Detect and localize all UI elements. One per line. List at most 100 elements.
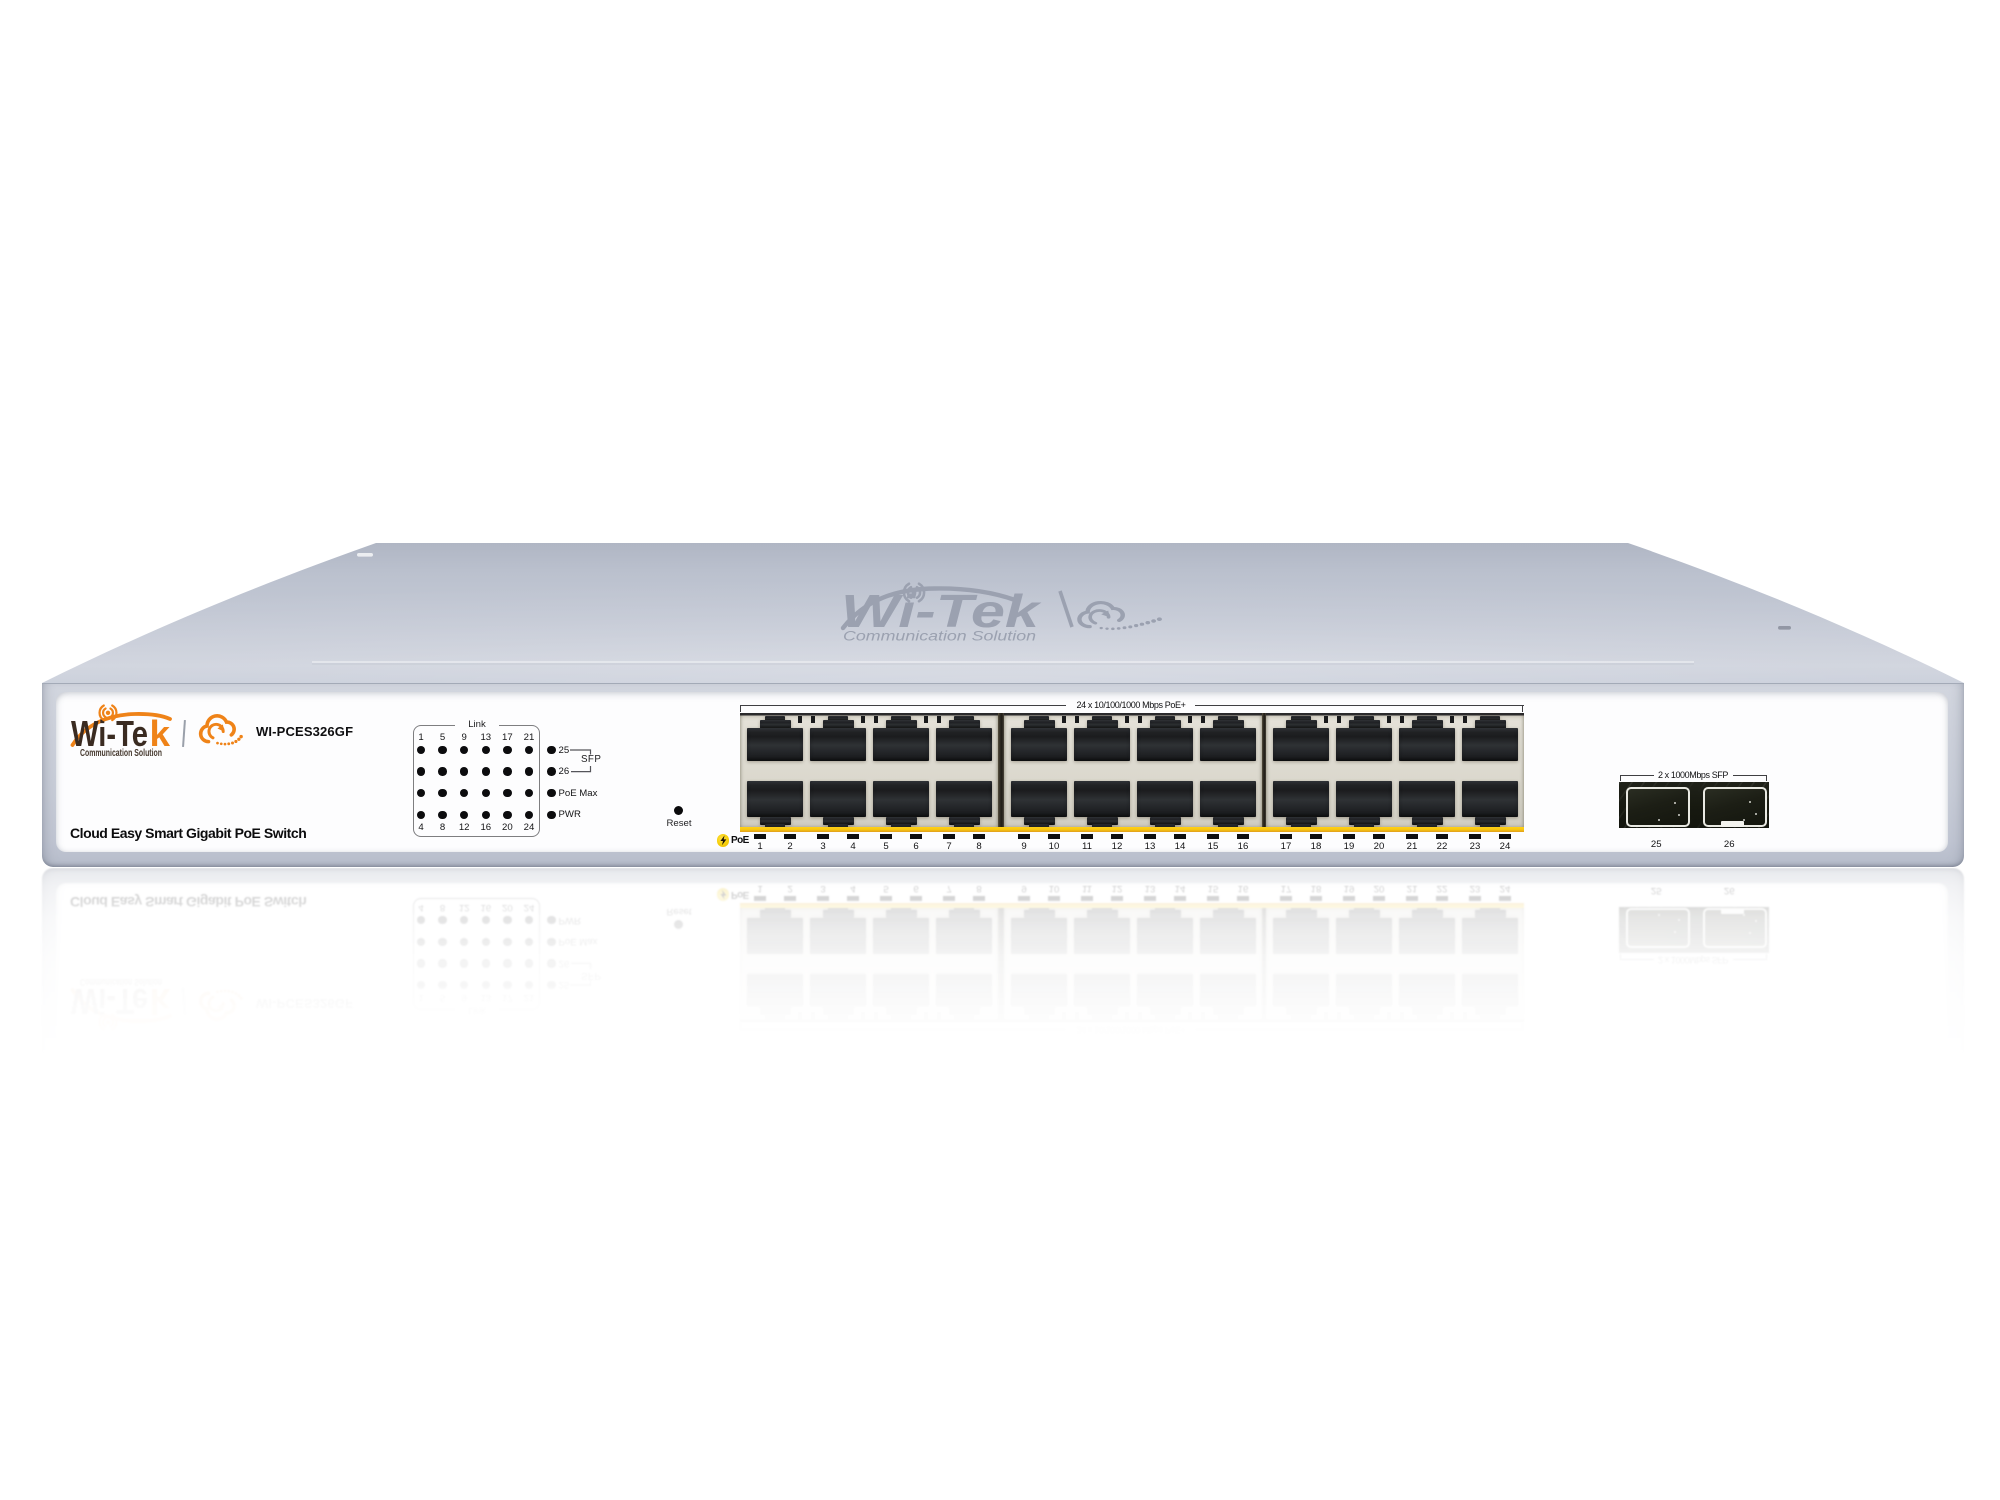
rj45-port-top-body bbox=[1200, 727, 1256, 762]
sfp-speck bbox=[1754, 812, 1758, 816]
rj45-port-bottom-tab bbox=[1212, 816, 1244, 825]
chassis-top-face bbox=[42, 543, 1964, 683]
sfp-speck bbox=[1657, 818, 1661, 822]
link-led bbox=[460, 789, 469, 798]
vent-tick bbox=[861, 715, 866, 723]
vent-tick bbox=[1200, 715, 1205, 723]
status-led-label: 26 bbox=[558, 766, 570, 778]
top-watermark-logo: Wi-Tek Communication Solution bbox=[840, 582, 1162, 644]
port-number: 2 bbox=[787, 840, 793, 852]
rj45-port-bottom-tab bbox=[822, 816, 854, 825]
rj45-port-bottom-body bbox=[1273, 781, 1329, 817]
rj45-port-top-body bbox=[1011, 727, 1067, 762]
port-index-dash bbox=[1435, 834, 1449, 840]
status-led bbox=[547, 767, 556, 776]
port-number: 13 bbox=[1144, 840, 1156, 852]
sfp-port-number: 26 bbox=[1723, 839, 1735, 850]
rj45-port-top-step bbox=[765, 716, 785, 721]
port-index-dash bbox=[1342, 834, 1356, 840]
rj45-port-top-tab bbox=[822, 719, 854, 729]
rj45-port-top-tab bbox=[1474, 719, 1506, 729]
led-column-label-top: 5 bbox=[439, 732, 446, 743]
poe-yellow-line bbox=[740, 826, 1524, 832]
rj45-port-bottom-tab bbox=[885, 816, 917, 825]
rj45-port-top-step bbox=[1029, 716, 1049, 721]
sfp-speck bbox=[1677, 813, 1681, 817]
link-led bbox=[460, 767, 469, 776]
port-index-dash bbox=[1279, 834, 1293, 840]
reset-button bbox=[673, 805, 684, 816]
rj45-port-bottom-body bbox=[1336, 781, 1392, 817]
rj45-port-bottom-step bbox=[765, 824, 785, 828]
led-column-label-bottom: 16 bbox=[480, 821, 492, 833]
link-led bbox=[481, 789, 490, 798]
rj45-port-bottom-step bbox=[1480, 824, 1500, 828]
rj45-port-bottom-step bbox=[1417, 824, 1437, 828]
link-led bbox=[416, 789, 426, 798]
port-index-dash bbox=[846, 834, 860, 840]
link-led bbox=[524, 767, 534, 776]
ports-bracket-label: 24 x 10/100/1000 Mbps PoE+ bbox=[1076, 700, 1186, 710]
rj45-port-top-step bbox=[1291, 716, 1311, 721]
svg-text:Wi-Tek: Wi-Tek bbox=[841, 1098, 1042, 1150]
rj45-port-bottom-step bbox=[1029, 824, 1049, 828]
port-number: 7 bbox=[946, 840, 952, 852]
svg-text:Communication Solution: Communication Solution bbox=[80, 976, 162, 987]
port-number: 16 bbox=[1237, 840, 1249, 852]
link-led bbox=[503, 789, 512, 798]
port-number: 19 bbox=[1343, 840, 1355, 852]
rj45-port-bottom-step bbox=[954, 824, 974, 828]
vent-tick bbox=[810, 715, 815, 723]
link-led bbox=[503, 810, 512, 819]
sfp-speck bbox=[1742, 818, 1746, 822]
port-block-seam bbox=[1262, 713, 1266, 828]
rj45-port-top-tab bbox=[885, 719, 917, 729]
link-led bbox=[416, 767, 426, 776]
sfp-speck bbox=[1673, 801, 1677, 805]
port-index-dash bbox=[972, 834, 986, 840]
rj45-port-top-step bbox=[1218, 716, 1238, 721]
status-led-label: PWR bbox=[558, 809, 581, 821]
port-index-dash bbox=[1173, 834, 1187, 840]
port-block-seam bbox=[998, 713, 1004, 828]
port-index-dash bbox=[1372, 834, 1386, 840]
port-number: 15 bbox=[1207, 840, 1219, 852]
vent-tick bbox=[1450, 715, 1455, 723]
link-led bbox=[438, 789, 447, 798]
rj45-port-bottom-body bbox=[1200, 781, 1256, 817]
rj45-port-top-tab bbox=[759, 719, 791, 729]
rj45-port-top-tab bbox=[1285, 719, 1317, 729]
poe-lightning-icon bbox=[716, 834, 730, 847]
top-face-screw-highlight bbox=[357, 553, 373, 557]
sfp-brace-label: SFP bbox=[581, 753, 602, 765]
led-column-label-bottom: 24 bbox=[523, 821, 535, 833]
rj45-port-top-body bbox=[873, 727, 929, 762]
link-led bbox=[438, 810, 447, 819]
port-number: 14 bbox=[1174, 840, 1186, 852]
vent-tick bbox=[798, 715, 803, 723]
rj45-port-bottom-body bbox=[1399, 781, 1455, 817]
port-number: 23 bbox=[1469, 840, 1481, 852]
sfp-speck bbox=[1748, 800, 1752, 804]
led-column-label-top: 17 bbox=[502, 732, 513, 743]
sfp-cage bbox=[1625, 786, 1690, 827]
top-face-sheen bbox=[42, 543, 1964, 683]
rj45-port-bottom-step bbox=[1218, 824, 1238, 828]
brand-logo-group: Wi-Te k Communication Solution bbox=[70, 704, 243, 759]
sfp-brace bbox=[570, 749, 592, 773]
led-link-label: Link bbox=[455, 719, 499, 731]
port-index-dash bbox=[1047, 834, 1061, 840]
port-number: 3 bbox=[820, 840, 826, 852]
sfp-bracket-tick-left bbox=[1619, 774, 1621, 781]
port-index-dash bbox=[1309, 834, 1323, 840]
port-index-dash bbox=[879, 834, 893, 840]
ports-bracket-tick-left bbox=[740, 705, 742, 712]
rj45-port-bottom-tab bbox=[1348, 816, 1380, 825]
rj45-port-bottom-body bbox=[747, 781, 803, 817]
svg-text:k: k bbox=[150, 981, 171, 1022]
status-led bbox=[547, 810, 556, 819]
vent-tick bbox=[1387, 715, 1392, 723]
rj45-port-bottom-tab bbox=[1474, 816, 1506, 825]
rj45-port-top-body bbox=[1336, 727, 1392, 762]
status-led bbox=[547, 745, 556, 755]
